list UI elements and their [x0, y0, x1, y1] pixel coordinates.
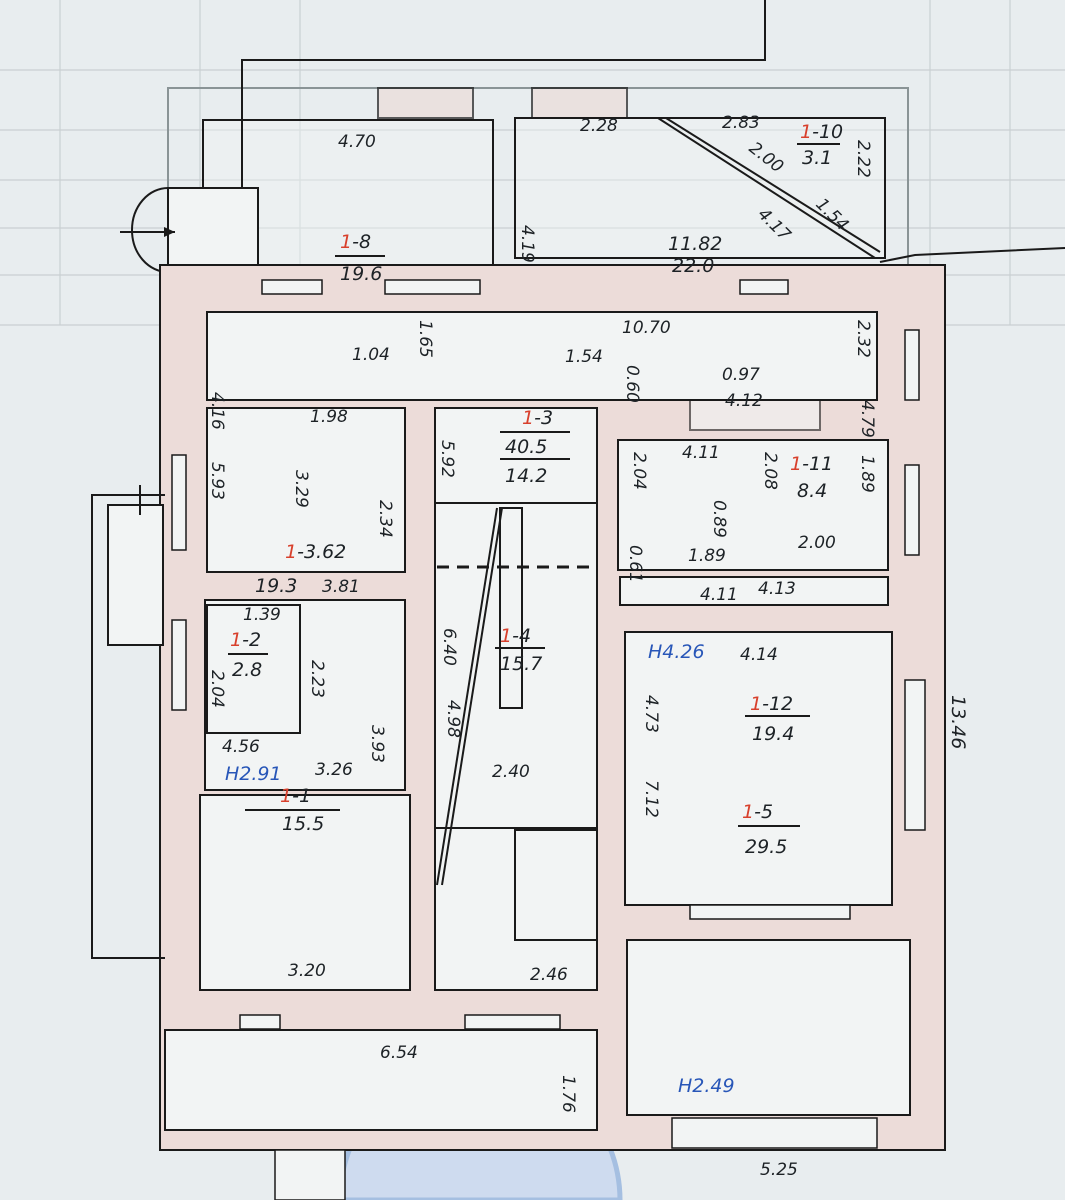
svg-text:40.5: 40.5 [505, 436, 547, 458]
svg-text:1-5: 1-5 [742, 801, 773, 823]
dimension: 0.97 [722, 365, 760, 385]
dimension: 7.12 [641, 780, 661, 818]
room-label: 1-22.8 [228, 629, 268, 681]
dimension: 4.11 [682, 443, 720, 463]
dimension: 1.76 [558, 1075, 578, 1113]
dimension: 4.73 [641, 695, 661, 733]
dimension: 1.89 [688, 546, 726, 566]
svg-text:11.82: 11.82 [668, 233, 722, 255]
svg-text:1-3: 1-3 [522, 407, 553, 429]
windows [171, 279, 926, 1200]
room-label: 1-3.62 19.3 [255, 541, 346, 597]
dimension: 4.19 [517, 225, 537, 263]
boundary-line [241, 0, 766, 272]
dimension: 1.89 [857, 455, 877, 493]
room-label: 1-5 29.5 [738, 801, 800, 858]
boundary-line-right [879, 247, 1065, 263]
dimension: 2.40 [492, 762, 530, 782]
svg-text:19.4: 19.4 [752, 723, 794, 745]
height-mark: H2.91 [225, 763, 282, 785]
svg-text:1-4: 1-4 [500, 625, 531, 647]
dimension: 0.89 [709, 500, 729, 538]
svg-text:2.8: 2.8 [232, 659, 262, 681]
dimension: 2.23 [307, 660, 327, 698]
entrance-porch [120, 187, 259, 274]
room-label: 1-11 8.4 [790, 453, 833, 502]
dimension: 10.70 [622, 318, 671, 338]
svg-text:22.0: 22.0 [672, 255, 714, 277]
dimension: 0.61 [625, 545, 645, 583]
dimension: 6.54 [380, 1043, 418, 1063]
upper-building [167, 87, 909, 294]
dimension: 3.29 [291, 470, 311, 508]
dimension: 3.81 [322, 577, 360, 597]
dimension: 4.56 [222, 737, 260, 757]
room-label: 1-4 15.7 [495, 625, 545, 675]
svg-text:1-8: 1-8 [340, 231, 371, 253]
dimension: 2.34 [375, 500, 395, 538]
height-mark: H4.26 [648, 641, 705, 663]
dimension: 4.13 [758, 579, 796, 599]
dimension: 1.65 [415, 320, 435, 358]
dimension: 1.04 [352, 345, 390, 365]
dimension: 5.25 [760, 1160, 798, 1180]
dimensions: 4.70 2.28 2.83 2.00 1.54 4.17 2.22 4.19 … [207, 113, 969, 1180]
svg-text:8.4: 8.4 [797, 480, 827, 502]
dimension: 2.04 [207, 670, 227, 708]
room-label: 1-3 40.5 14.2 [500, 407, 570, 487]
dimension: 4.16 [207, 392, 227, 430]
dimension: 1.54 [565, 347, 603, 367]
dimension: 2.32 [853, 320, 873, 358]
svg-text:1-3.62: 1-3.62 [285, 541, 346, 563]
dimension: 13.46 [947, 695, 969, 749]
dimension: 0.60 [622, 365, 642, 403]
room-label: 1-1 15.5 [245, 785, 340, 835]
entrance-arrow-icon [164, 227, 175, 237]
dimension: 2.28 [580, 116, 618, 136]
svg-text:15.7: 15.7 [500, 653, 542, 675]
dimension: 4.12 [725, 391, 763, 411]
svg-text:1-1: 1-1 [280, 785, 311, 807]
rooms [164, 311, 911, 1131]
svg-text:14.2: 14.2 [505, 465, 547, 487]
dimension: 6.40 [439, 628, 459, 666]
room-label: 1-8 19.6 [335, 231, 385, 285]
svg-text:1-12: 1-12 [750, 693, 793, 715]
dimension: 1.98 [310, 407, 348, 427]
side-stairs [91, 485, 165, 959]
dimension: 3.26 [315, 760, 353, 780]
svg-text:1-10: 1-10 [800, 121, 843, 143]
svg-text:15.5: 15.5 [282, 813, 324, 835]
svg-text:19.3: 19.3 [255, 575, 297, 597]
dimension: 5.92 [437, 440, 457, 478]
dimension: 2.00 [798, 533, 836, 553]
dimension: 4.98 [443, 700, 463, 738]
room-label: 1-10 3.1 [797, 121, 843, 169]
svg-text:29.5: 29.5 [745, 836, 787, 858]
room-label: 1-12 19.4 [745, 693, 810, 745]
dimension: 4.14 [740, 645, 778, 665]
dimension: 3.93 [367, 725, 387, 763]
dimension: 2.83 [722, 113, 760, 133]
svg-text:1-11: 1-11 [790, 453, 833, 475]
dimension: 2.46 [530, 965, 568, 985]
svg-text:3.1: 3.1 [802, 147, 832, 169]
dimension: 2.08 [760, 452, 780, 490]
dimension: 3.20 [288, 961, 326, 981]
svg-text:1-2: 1-2 [230, 629, 261, 651]
dimension: 2.04 [629, 452, 649, 490]
dimension: 1.39 [243, 605, 281, 625]
dimension: 2.22 [853, 140, 873, 178]
dimension: 4.70 [338, 132, 376, 152]
dimension: 4.11 [700, 585, 738, 605]
svg-text:19.6: 19.6 [340, 263, 382, 285]
height-mark: H2.49 [678, 1075, 735, 1097]
dimension: 4.79 [857, 400, 877, 438]
dimension: 5.93 [207, 462, 227, 500]
